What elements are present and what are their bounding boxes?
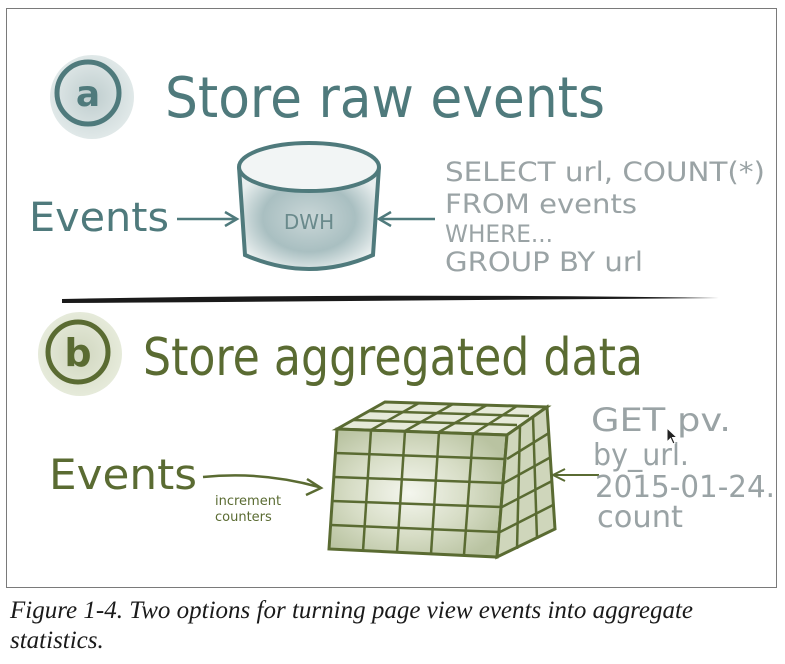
figure-frame: a Store raw events Events DWH SELECT url… xyxy=(6,8,777,588)
section-a-marker: a xyxy=(50,55,134,139)
section-b-title: Store aggregated data xyxy=(143,328,643,388)
section-a: a Store raw events Events DWH SELECT url… xyxy=(29,55,765,278)
diagram-canvas: a Store raw events Events DWH SELECT url… xyxy=(29,55,775,560)
section-b-marker: b xyxy=(38,312,122,396)
query-b-line-4: count xyxy=(597,500,683,535)
section-b-events-label: Events xyxy=(49,450,197,499)
section-a-query: SELECT url, COUNT(*) FROM events WHERE..… xyxy=(445,157,765,278)
query-b-line-1: GET pv. xyxy=(591,401,731,439)
mouse-pointer-icon xyxy=(666,427,678,445)
dwh-label: DWH xyxy=(284,210,334,234)
section-b-input-arrow xyxy=(202,474,324,497)
section-divider xyxy=(62,295,719,303)
section-b: b Store aggregated data Events increment… xyxy=(38,312,775,560)
query-b-line-3: 2015-01-24. xyxy=(595,470,775,505)
section-a-query-arrow xyxy=(376,210,435,228)
data-cube-icon xyxy=(327,400,557,560)
query-a-line-3: WHERE... xyxy=(445,220,553,248)
section-a-title: Store raw events xyxy=(165,66,605,131)
query-a-line-2: FROM events xyxy=(445,189,637,220)
query-a-line-1: SELECT url, COUNT(*) xyxy=(445,157,765,188)
query-a-line-4: GROUP BY url xyxy=(445,247,643,278)
figure-caption: Figure 1-4. Two options for turning page… xyxy=(10,597,694,654)
section-b-query: GET pv. by_url. 2015-01-24. count xyxy=(591,401,775,535)
section-a-marker-letter: a xyxy=(76,74,100,115)
arrow-note-line-2: counters xyxy=(215,510,272,525)
section-a-input-arrow xyxy=(177,210,240,228)
section-a-events-label: Events xyxy=(29,195,169,241)
arrow-note-line-1: increment xyxy=(215,494,281,509)
section-b-query-arrow xyxy=(550,468,599,482)
section-b-marker-letter: b xyxy=(64,331,91,375)
dwh-database-icon: DWH xyxy=(237,141,381,271)
